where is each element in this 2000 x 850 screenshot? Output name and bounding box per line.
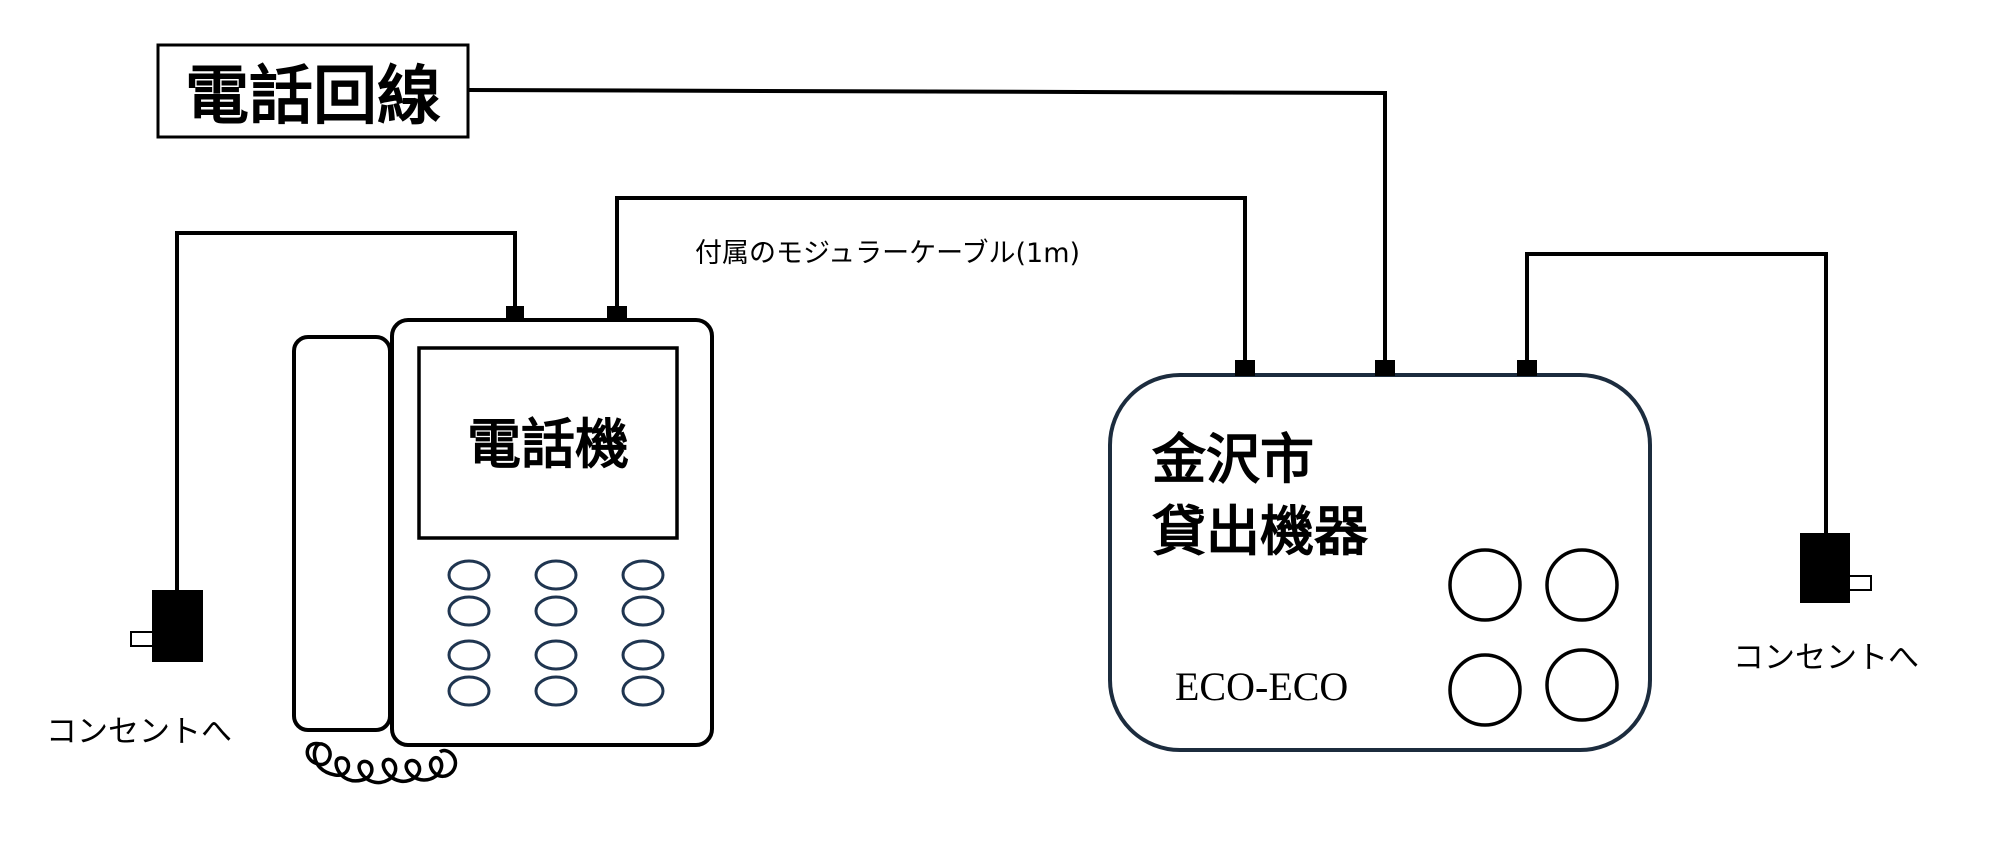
loan-device: 金沢市 貸出機器 ECO-ECO xyxy=(1108,360,1652,752)
keypad-key xyxy=(447,675,491,707)
device-name-line2: 貸出機器 xyxy=(1152,500,1369,563)
modular-cable-note: 付属のモジュラーケーブル(1m) xyxy=(695,238,1080,269)
device-knob xyxy=(1545,648,1619,722)
telephone-line-jack xyxy=(607,306,627,322)
keypad-key xyxy=(534,639,578,671)
telephone: 電話機 xyxy=(292,306,714,785)
device-knob xyxy=(1448,548,1522,622)
telephone-keypad xyxy=(447,559,665,707)
telephone-handset xyxy=(292,335,392,732)
right-power-plug xyxy=(1800,533,1872,603)
left-outlet-label: コンセントへ xyxy=(46,714,232,750)
keypad-key xyxy=(621,639,665,671)
device-knob xyxy=(1448,653,1522,727)
device-knob xyxy=(1545,548,1619,622)
keypad-key xyxy=(534,675,578,707)
device-jack-cable xyxy=(1235,360,1255,376)
telephone-power-jack xyxy=(506,306,524,322)
device-name-line1: 金沢市 xyxy=(1151,428,1314,491)
keypad-key xyxy=(534,559,578,591)
handset-coil-cord xyxy=(305,741,458,785)
modular-cable-wire xyxy=(615,196,1247,362)
device-jack-line xyxy=(1375,360,1395,376)
left-power-plug xyxy=(130,590,203,662)
keypad-key xyxy=(621,595,665,627)
right-outlet-label: コンセントへ xyxy=(1733,640,1919,676)
keypad-key xyxy=(534,595,578,627)
keypad-key xyxy=(447,639,491,671)
phone-line-label-box: 電話回線 xyxy=(156,43,470,139)
keypad-key xyxy=(447,595,491,627)
phone-line-label: 電話回線 xyxy=(185,60,441,134)
telephone-screen xyxy=(417,346,679,540)
device-power-wire xyxy=(1525,252,1828,535)
keypad-key xyxy=(621,559,665,591)
device-model-label: ECO-ECO xyxy=(1175,664,1348,709)
phone-power-wire xyxy=(175,231,517,592)
device-jack-power xyxy=(1517,360,1537,376)
keypad-key xyxy=(447,559,491,591)
phone-line-wire xyxy=(467,88,1387,362)
telephone-label: 電話機 xyxy=(467,413,629,476)
keypad-key xyxy=(621,675,665,707)
